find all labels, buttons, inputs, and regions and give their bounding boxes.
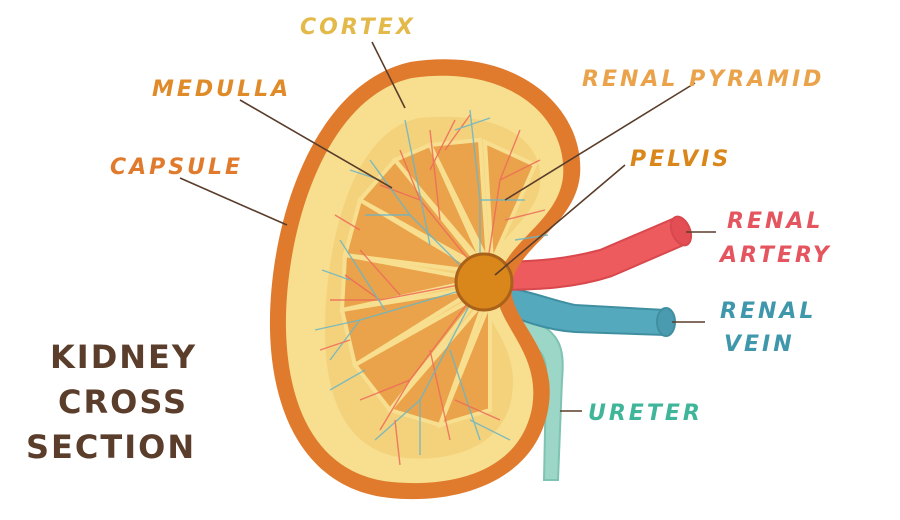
renal-artery-opening [669, 215, 693, 247]
leader-lines [179, 41, 716, 412]
title-line-1: KIDNEY [50, 338, 197, 376]
label-renal-vein-1: RENAL [720, 299, 816, 324]
label-medulla: MEDULLA [152, 77, 291, 102]
label-renal-pyramid: RENAL PYRAMID [582, 67, 824, 92]
label-renal-artery-2: ARTERY [718, 243, 832, 268]
renal-pelvis [454, 252, 514, 312]
label-cortex: CORTEX [300, 15, 416, 40]
vessel-network [314, 109, 549, 466]
renal-artery [489, 216, 688, 292]
label-renal-vein-2: VEIN [724, 332, 795, 357]
title-line-3: SECTION [26, 428, 196, 466]
label-pelvis: PELVIS [630, 147, 731, 172]
label-capsule: CAPSULE [110, 155, 243, 180]
label-renal-artery-1: RENAL [727, 209, 823, 234]
label-ureter: URETER [588, 401, 703, 426]
title-line-2: CROSS [58, 383, 188, 421]
